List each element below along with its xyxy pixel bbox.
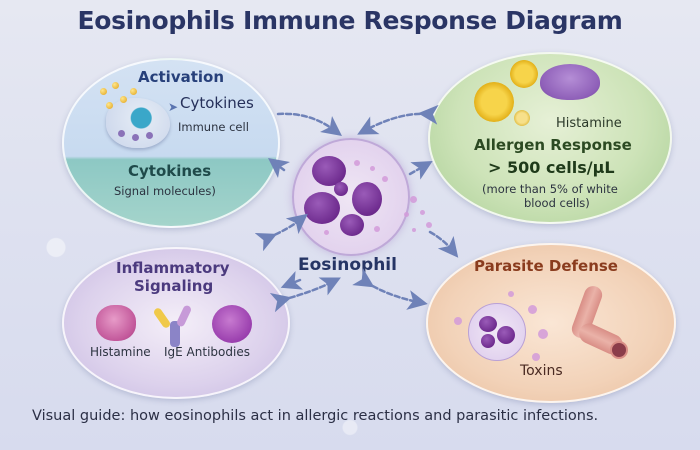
granule-icon — [532, 353, 540, 361]
page-title: Eosinophils Immune Response Diagram — [77, 6, 623, 35]
immune-cell-icon — [106, 98, 170, 148]
allergen-heading: Allergen Response — [474, 136, 632, 154]
inflammatory-heading-line1: Inflammatory — [116, 259, 230, 277]
allergen-note-line2: blood cells) — [524, 196, 590, 210]
cytokines-arrow-label: Cytokines — [180, 94, 254, 112]
signal-molecules-label: Signal molecules) — [114, 184, 216, 198]
worm-parasite-icon — [554, 283, 628, 365]
cell-count-value: > 500 cells/µL — [488, 158, 615, 177]
cytokines-band-heading: Cytokines — [128, 162, 212, 180]
ige-antibody-icon — [152, 303, 196, 347]
parasite-defense-panel: Parasite Defense Toxins — [426, 243, 676, 403]
eosinophil-cell-icon — [468, 303, 526, 361]
activation-heading: Activation — [138, 68, 225, 86]
granule-icon — [454, 317, 462, 325]
allergen-note-line1: (more than 5% of white — [482, 182, 618, 196]
pollen-icon — [514, 110, 530, 126]
granule-icon — [420, 210, 425, 215]
granule-icon — [404, 212, 409, 217]
histamine-label: Histamine — [90, 345, 151, 359]
granule-icon — [538, 329, 548, 339]
cytokine-dot-icon — [112, 82, 119, 89]
granule-icon — [426, 222, 432, 228]
granule-icon — [528, 305, 537, 314]
mast-cell-icon — [212, 305, 252, 343]
activation-panel: Activation ➤ Cytokines Immune cell Cytok… — [62, 58, 280, 228]
eosinophil-cell-icon — [292, 138, 410, 256]
inflammatory-heading-line2: Signaling — [134, 277, 214, 295]
histamine-label: Histamine — [556, 116, 622, 131]
allergen-response-panel: Histamine Allergen Response > 500 cells/… — [428, 52, 672, 224]
arrow-right-icon: ➤ — [168, 100, 179, 114]
granule-icon — [508, 291, 514, 297]
pollen-icon — [474, 82, 514, 122]
eosinophil-label: Eosinophil — [298, 255, 397, 275]
cytokine-dot-icon — [100, 88, 107, 95]
histamine-granule-icon — [96, 305, 136, 341]
cytokine-dot-icon — [120, 96, 127, 103]
granule-icon — [410, 196, 417, 203]
ige-antibodies-label: IgE Antibodies — [164, 345, 250, 359]
parasite-heading: Parasite Defense — [474, 257, 618, 275]
caption: Visual guide: how eosinophils act in all… — [32, 408, 599, 424]
pollen-icon — [510, 60, 538, 88]
dust-mite-icon — [540, 64, 600, 100]
granule-icon — [412, 228, 416, 232]
toxins-label: Toxins — [520, 363, 563, 379]
cytokine-dot-icon — [130, 88, 137, 95]
immune-cell-label: Immune cell — [178, 120, 249, 134]
cytokine-dot-icon — [106, 102, 113, 109]
inflammatory-signaling-panel: Inflammatory Signaling Histamine IgE Ant… — [62, 247, 290, 399]
